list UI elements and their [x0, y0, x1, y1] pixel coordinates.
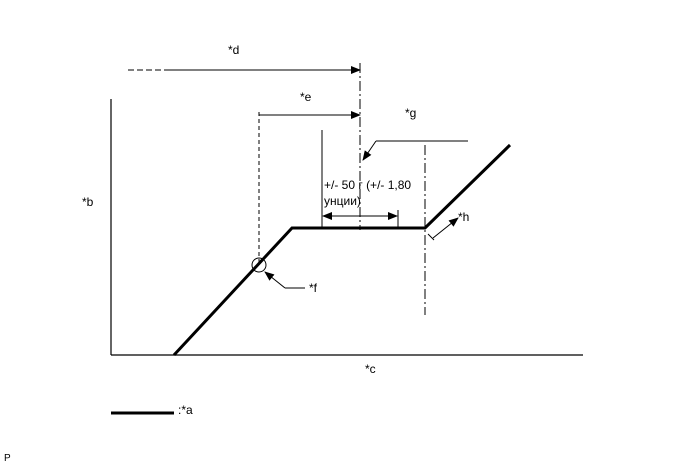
label-g: *g: [405, 106, 416, 120]
characteristic-curve: [172, 143, 512, 357]
point-f-circle: [251, 257, 267, 273]
label-d: *d: [228, 43, 239, 57]
tolerance-text-line1: +/- 50 г (+/- 1,80: [324, 178, 411, 192]
label-e: *e: [300, 90, 312, 104]
label-h: *h: [458, 210, 469, 224]
legend-label-a: :*a: [178, 403, 193, 417]
g-leader-arrow: [362, 140, 377, 161]
corner-code: P: [4, 453, 11, 464]
tolerance-text-line2: унции): [324, 194, 361, 208]
f-leader-arrow: [264, 271, 286, 289]
h-tick: [427, 233, 435, 241]
label-c: *c: [365, 362, 376, 376]
h-arrow: [432, 217, 459, 239]
label-b: *b: [82, 195, 94, 209]
label-f: *f: [309, 281, 318, 295]
